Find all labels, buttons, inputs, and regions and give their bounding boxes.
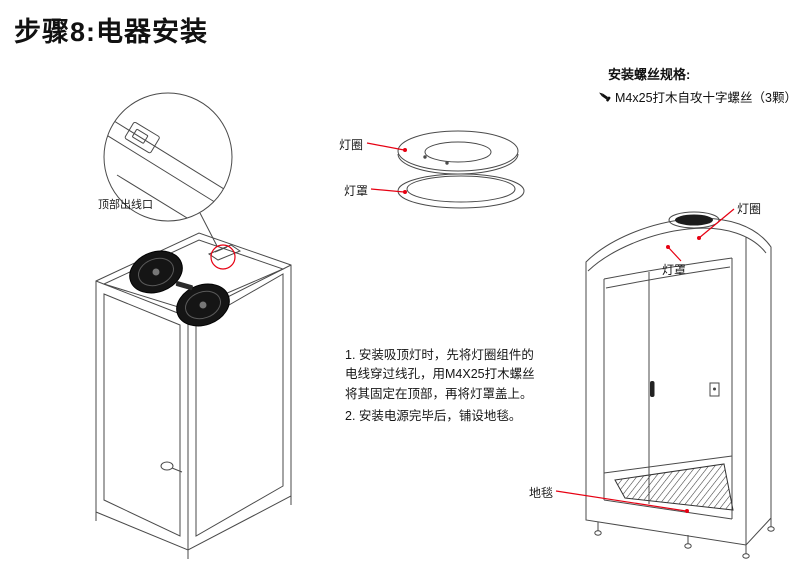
screw-spec: 安装螺丝规格: M4x25打木自攻十字螺丝（3颗） — [597, 64, 797, 106]
fan-top-left — [129, 250, 183, 294]
door-handle-right-booth — [650, 381, 655, 397]
instruction-step-2: 2. 安装电源完毕后，铺设地毯。 — [345, 409, 522, 424]
brand-print-mark — [175, 281, 193, 291]
outlet-highlight-circle — [210, 244, 236, 270]
label-top-outlet: 顶部出线口 — [98, 199, 153, 211]
booth-feet — [594, 518, 775, 559]
label-carpet: 地毯 — [529, 486, 554, 500]
door-handle-left-booth — [160, 461, 183, 473]
fan-bottom-right — [176, 283, 230, 327]
roof-vent — [668, 211, 720, 229]
lamp-cover-drawing — [397, 173, 525, 209]
top-outlet-box — [207, 244, 242, 261]
page-title: 步骤8:电器安装 — [14, 17, 209, 47]
label-lamp-ring-parts: 灯圈 — [339, 138, 364, 152]
label-lamp-ring-booth: 灯圈 — [737, 202, 762, 216]
label-lamp-cover-booth: 灯罩 — [662, 263, 687, 277]
screw-spec-item: M4x25打木自攻十字螺丝（3颗） — [615, 91, 797, 105]
magnifier-detail — [103, 92, 233, 247]
magnifier-connector-line — [199, 212, 218, 247]
label-lamp-cover-parts: 灯罩 — [344, 184, 369, 198]
right-booth-drawing — [585, 211, 775, 559]
leader-lines — [366, 142, 735, 513]
screw-spec-heading: 安装螺丝规格: — [608, 67, 691, 82]
door-lock-panel — [709, 382, 720, 397]
left-booth-drawing — [95, 232, 292, 559]
lamp-assembly-drawing — [397, 130, 525, 209]
instruction-step-1: 1. 安装吸顶灯时，先将灯圈组件的电线穿过线孔，用M4X25打木螺丝将其固定在顶… — [345, 348, 535, 401]
lamp-ring-drawing — [397, 130, 519, 175]
carpet-hatch — [614, 463, 734, 511]
screw-icon — [599, 92, 611, 102]
instruction-text: 1. 安装吸顶灯时，先将灯圈组件的电线穿过线孔，用M4X25打木螺丝将其固定在顶… — [345, 346, 543, 427]
